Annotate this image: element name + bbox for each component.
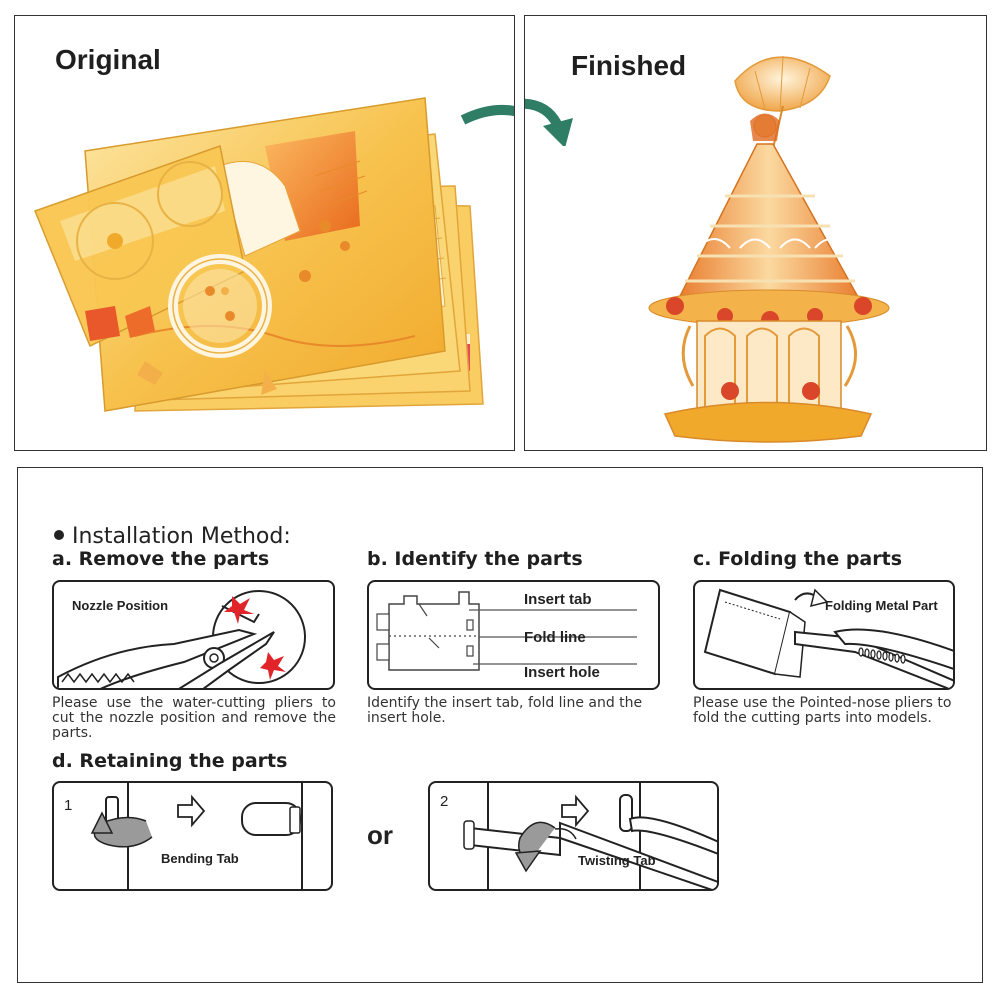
nozzle-position-label: Nozzle Position	[72, 598, 169, 613]
part-outline-icon	[376, 591, 637, 671]
insert-tab-label: Insert tab	[524, 591, 592, 608]
folding-metal-part-label: Folding Metal Part	[825, 598, 938, 613]
folding-pliers-icon	[703, 588, 953, 688]
original-title: Original	[55, 44, 161, 75]
carousel-base	[663, 320, 873, 443]
bending-tab-label: Bending Tab	[161, 851, 239, 866]
bullet-dot	[54, 530, 64, 540]
finished-panel: Finished	[524, 15, 987, 451]
skirt	[673, 143, 865, 307]
step-d-option2-diagram: 2 Twisting Tab	[428, 781, 719, 891]
fold-line-label: Fold line	[524, 629, 586, 646]
installation-heading: Installation Method:	[54, 524, 291, 549]
finished-title: Finished	[571, 50, 687, 81]
step-d-option1-diagram: 1 Bending Tab	[52, 781, 333, 891]
twisting-tab-label: Twisting Tab	[578, 853, 656, 868]
step-b-description: Identify the insert tab, fold line and t…	[367, 695, 643, 726]
installation-heading-text: Installation Method:	[72, 524, 291, 549]
step-c-title: c. Folding the parts	[693, 548, 903, 570]
step-b-title: b. Identify the parts	[367, 548, 583, 570]
installation-panel: Installation Method: a. Remove the parts…	[17, 467, 983, 983]
option2-number: 2	[440, 793, 449, 810]
step-a-diagram: Nozzle Position	[52, 580, 335, 690]
original-panel: Original	[14, 15, 515, 451]
metal-sheets-image	[34, 97, 514, 412]
finished-model-image	[648, 55, 890, 443]
finished-arrow-icon	[525, 98, 573, 146]
step-c-diagram: Folding Metal Part	[693, 580, 955, 690]
option1-number: 1	[64, 797, 73, 814]
green-arrow-icon	[460, 105, 514, 125]
umbrella	[734, 55, 831, 162]
insert-hole-label: Insert hole	[524, 664, 600, 681]
step-d-title: d. Retaining the parts	[52, 750, 288, 772]
bending-tab-icon	[90, 783, 303, 889]
step-b-diagram: Insert tab Fold line Insert hole	[367, 580, 660, 690]
step-c-description: Please use the Pointed-nose pliers to fo…	[693, 695, 952, 726]
ring-part	[168, 254, 272, 358]
twisting-tab-icon	[463, 783, 717, 889]
step-a-title: a. Remove the parts	[52, 548, 270, 570]
pliers-cutting-icon	[57, 590, 306, 688]
or-text: or	[367, 820, 393, 850]
step-a-description: Please use the water-cutting pliers to c…	[52, 695, 336, 741]
